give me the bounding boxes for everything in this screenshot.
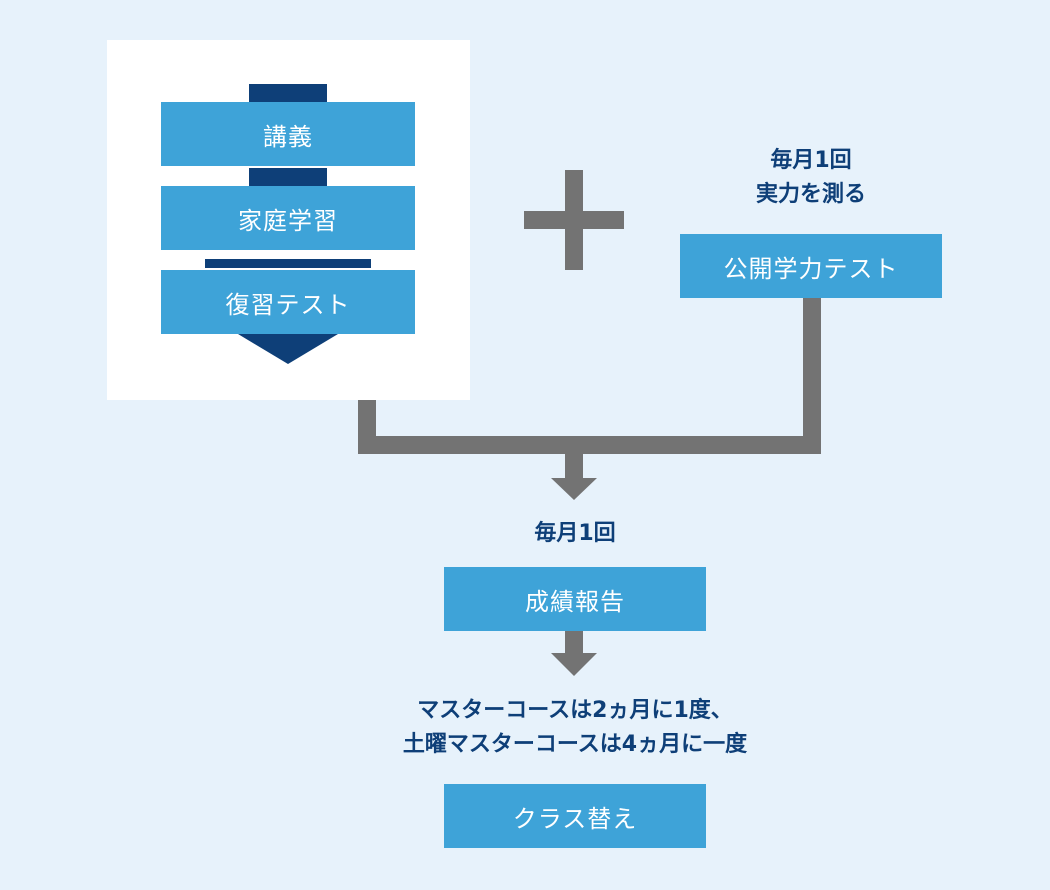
down-arrow-icon — [551, 631, 597, 676]
study-cycle-panel: 講義 家庭学習 復習テスト — [107, 40, 470, 400]
class-change-caption-line-2: 土曜マスターコースは4ヵ月に一度 — [402, 732, 748, 757]
plus-icon — [524, 170, 624, 270]
public-test-caption-line-1: 毎月1回 — [770, 148, 852, 173]
step-review-test: 復習テスト — [161, 270, 415, 334]
public-test-caption-line-2: 実力を測る — [755, 182, 866, 207]
merge-connector — [358, 298, 821, 500]
report-box: 成績報告 — [444, 567, 706, 631]
cycle-down-arrow-icon — [205, 84, 371, 364]
step-home-study: 家庭学習 — [161, 186, 415, 250]
step-lecture: 講義 — [161, 102, 415, 166]
class-change-box: クラス替え — [444, 784, 706, 848]
report-caption: 毎月1回 — [534, 521, 616, 546]
public-test-caption: 毎月1回 実力を測る — [680, 144, 942, 212]
public-test-box: 公開学力テスト — [680, 234, 942, 298]
class-change-caption: マスターコースは2ヵ月に1度、 土曜マスターコースは4ヵ月に一度 — [300, 694, 850, 762]
class-change-caption-line-1: マスターコースは2ヵ月に1度、 — [417, 698, 733, 723]
